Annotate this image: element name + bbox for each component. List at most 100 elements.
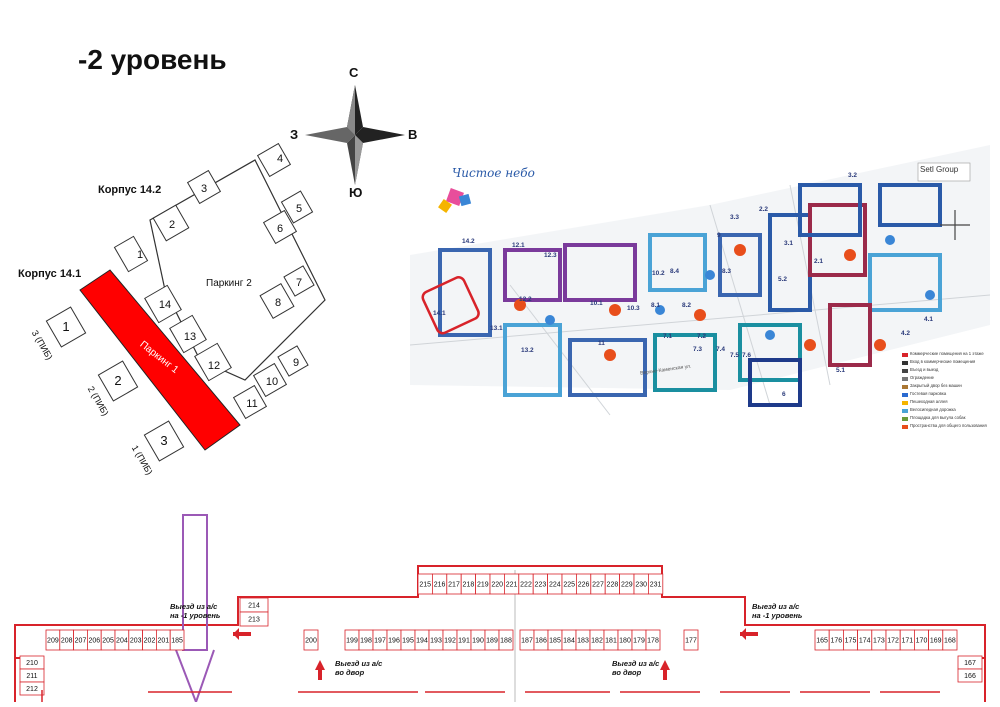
parking-spot: 176 — [828, 629, 844, 651]
parking-spot-label: 178 — [647, 638, 659, 645]
parking-spot: 189 — [484, 629, 500, 651]
zone-label: 6 — [782, 391, 786, 398]
parking-1-area — [79, 269, 241, 451]
zone-label: 3.2 — [848, 172, 858, 179]
parking-spot: 171 — [899, 629, 915, 651]
parking-spot: 167 — [957, 655, 983, 670]
parking-spot: 193 — [428, 629, 444, 651]
parking-spot: 227 — [590, 573, 606, 595]
zone-label: 14.1 — [433, 310, 446, 317]
svg-text:4: 4 — [277, 153, 283, 165]
parking-spot-label: 171 — [901, 638, 913, 645]
parking-spot-label: 166 — [964, 673, 976, 680]
svg-text:12: 12 — [208, 360, 220, 372]
parking-spot-label: 231 — [650, 582, 662, 589]
parking-spot-label: 197 — [374, 638, 386, 645]
parking-spot-label: 169 — [930, 638, 942, 645]
parking-spot-label: 165 — [816, 638, 828, 645]
parking-spot-label: 185 — [171, 638, 183, 645]
parking-spot: 208 — [59, 629, 74, 651]
parking-spot-label: 196 — [388, 638, 400, 645]
parking-spot: 199 — [344, 629, 360, 651]
svg-text:1: 1 — [137, 249, 143, 261]
parking-spot: 205 — [100, 629, 116, 651]
parking-spot-label: 182 — [591, 638, 603, 645]
zone-label: 5.2 — [778, 276, 788, 283]
parking-spot-label: 210 — [26, 660, 38, 667]
parking-spot-label: 226 — [578, 582, 590, 589]
svg-text:14: 14 — [159, 299, 171, 311]
parking-spot-label: 211 — [26, 673, 37, 680]
legend-item: Ограждение — [910, 375, 934, 380]
parking-spot-label: 216 — [434, 582, 446, 589]
zone-label: 3.1 — [784, 240, 794, 247]
parking-spot-label: 194 — [416, 638, 428, 645]
parking-spot: 231 — [648, 573, 664, 595]
parking-spot: 209 — [45, 629, 61, 651]
parking-spot: 196 — [386, 629, 402, 651]
parking-spot-label: 207 — [75, 638, 87, 645]
parking-spot-label: 172 — [887, 638, 899, 645]
highlight-korpus-14-1 — [421, 276, 480, 335]
zone-label: 7.1 — [663, 333, 673, 340]
svg-text:1: 1 — [62, 319, 69, 334]
zone-label: 7.2 — [697, 333, 707, 340]
parking-spot-label: 173 — [873, 638, 885, 645]
parking-spot: 165 — [814, 629, 830, 651]
parking-spot: 195 — [400, 629, 416, 651]
parking-spot: 230 — [633, 573, 649, 595]
zone-label: 8.1 — [651, 302, 661, 309]
parking-spot: 218 — [460, 573, 477, 595]
parking-spot-label: 214 — [248, 603, 260, 610]
parking-spot: 197 — [372, 629, 388, 651]
parking-spot: 175 — [843, 629, 859, 651]
zone-label: 7.4 — [716, 346, 726, 353]
parking-spot-label: 222 — [520, 582, 532, 589]
parking-spot: 184 — [561, 629, 577, 651]
svg-text:13: 13 — [184, 331, 196, 343]
legend-item: Гостевая парковка — [910, 391, 947, 396]
legend-item: Въезд и выезд — [910, 367, 939, 372]
svg-text:2: 2 — [169, 219, 175, 231]
compass-east: В — [408, 127, 418, 142]
parking-spot-label: 198 — [360, 638, 372, 645]
parking-spot: 219 — [475, 573, 491, 595]
zone-label: 2.2 — [759, 206, 769, 213]
parking-spot-label: 189 — [486, 638, 498, 645]
parking-spot: 185 — [169, 629, 185, 651]
parking-spot-label: 176 — [830, 638, 842, 645]
site-plan: 1 2 3 4 5 6 7 8 9 10 11 12 13 14 1 2 3 — [0, 140, 330, 470]
exit-yard-2-label: Выезд из а/с во двор — [612, 659, 660, 677]
parking-spot-label: 223 — [535, 582, 547, 589]
parking-spot-label: 184 — [563, 638, 575, 645]
parking-spot-label: 195 — [402, 638, 414, 645]
zone-label: 13.1 — [490, 325, 503, 332]
parking-spot-label: 203 — [130, 638, 142, 645]
svg-text:3: 3 — [201, 183, 207, 195]
legend-item: Пространства для общего пользования — [910, 423, 987, 428]
parking-spot: 210 — [19, 655, 45, 670]
parking-spot: 198 — [358, 629, 374, 651]
parking-spot-label: 220 — [491, 582, 503, 589]
zone-label: 9 — [717, 232, 721, 239]
legend-item: Закрытый двор без машин — [910, 383, 962, 388]
parking-spot-label: 191 — [458, 638, 470, 645]
parking-spot-label: 170 — [916, 638, 928, 645]
parking-spot: 214 — [239, 597, 269, 613]
zone-label: 8.3 — [722, 268, 732, 275]
parking-spot-label: 180 — [619, 638, 631, 645]
exit-right-label: Выезд из а/с на -1 уровень — [752, 602, 803, 620]
parking-spot: 177 — [683, 629, 699, 651]
parking-spot-label: 190 — [472, 638, 484, 645]
parking-spot: 222 — [518, 573, 534, 595]
zone-label: 4.1 — [924, 316, 934, 323]
legend-item: Площадка для выгула собак — [910, 415, 966, 420]
parking-spot: 188 — [498, 629, 514, 651]
site-plan-drawing: 1 2 3 4 5 6 7 8 9 10 11 12 13 14 1 2 3 — [45, 142, 326, 462]
legend-item: Вход в коммерческие помещения — [910, 359, 976, 364]
zone-label: 7.3 — [693, 346, 703, 353]
parking-spot: 192 — [442, 629, 458, 651]
svg-text:10: 10 — [266, 376, 278, 388]
parking-spot: 166 — [957, 668, 983, 683]
legend-item: Пешеходная аллея — [910, 399, 948, 404]
